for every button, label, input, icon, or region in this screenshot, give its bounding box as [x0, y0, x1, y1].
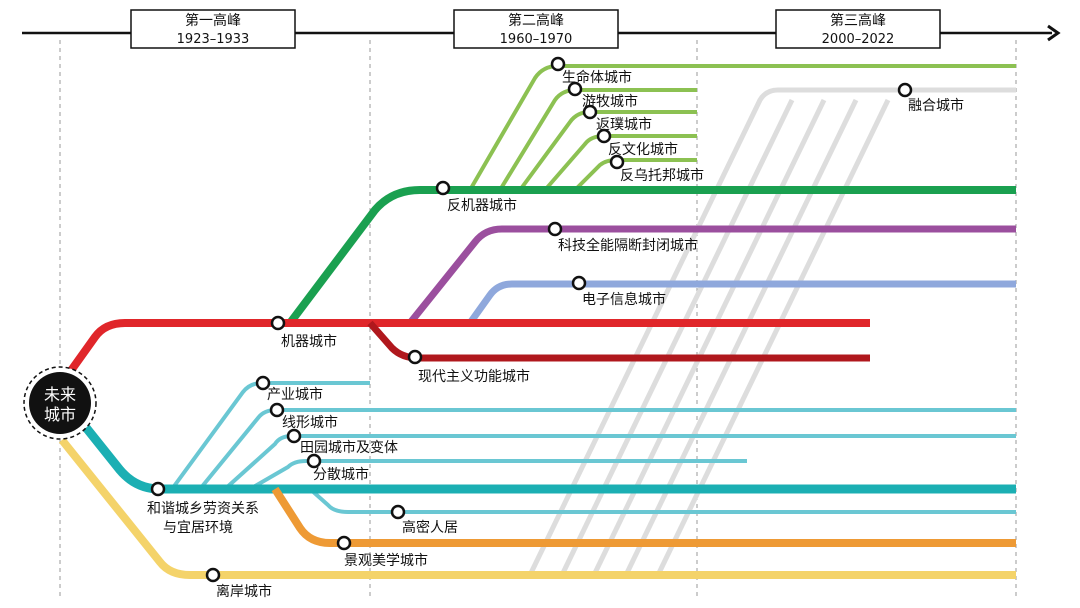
machine-line — [66, 319, 870, 375]
node-life — [550, 56, 566, 72]
node-industrial — [255, 375, 271, 391]
label-landscape: 景观美学城市 — [344, 552, 428, 569]
label-electronic: 电子信息城市 — [582, 291, 666, 308]
label-tech-sealed: 科技全能隔断封闭城市 — [558, 237, 698, 254]
label-life: 生命体城市 — [562, 69, 632, 86]
period-years: 1923–1933 — [177, 32, 250, 47]
node-high-density — [390, 504, 406, 520]
label-integrated: 融合城市 — [908, 97, 964, 114]
node-return — [582, 104, 598, 120]
label-high-density: 高密人居 — [402, 519, 458, 536]
period-years: 2000–2022 — [822, 32, 895, 47]
period-name: 第二高峰 — [508, 12, 564, 29]
root-label-line1: 未来 — [44, 385, 76, 404]
node-linear — [269, 402, 285, 418]
node-tech-sealed — [547, 221, 563, 237]
label-decentralized: 分散城市 — [313, 466, 369, 483]
node-machine — [270, 315, 286, 331]
label-counter-culture: 反文化城市 — [608, 141, 678, 158]
node-garden — [286, 428, 302, 444]
arrow-head-icon — [1047, 24, 1061, 42]
node-nomad — [567, 81, 583, 97]
anti-machine-line — [286, 186, 1016, 326]
label-garden: 田园城市及变体 — [300, 439, 398, 456]
period-name: 第三高峰 — [830, 12, 886, 29]
node-landscape — [336, 535, 352, 551]
node-labels: 生命体城市 游牧城市 返璞城市 反文化城市 反乌托邦城市 反机器城市 融合城市 … — [147, 69, 964, 600]
integrated-city-band — [527, 87, 1016, 577]
label-anti-utopia: 反乌托邦城市 — [620, 167, 704, 184]
period-box-2: 第二高峰 1960–1970 — [453, 9, 619, 49]
period-years: 1960–1970 — [500, 32, 573, 47]
label-anti-machine: 反机器城市 — [447, 197, 517, 214]
label-nomad: 游牧城市 — [582, 93, 638, 110]
electronic-line — [467, 280, 1016, 326]
node-decentralized — [306, 453, 322, 469]
station-nodes — [150, 56, 913, 583]
label-return: 返璞城市 — [596, 116, 652, 133]
node-anti-utopia — [609, 154, 625, 170]
landscape-line — [271, 486, 1016, 547]
node-electronic — [571, 275, 587, 291]
label-harmony-line1: 和谐城乡劳资关系 — [147, 501, 259, 517]
node-counter-culture — [596, 128, 612, 144]
label-industrial: 产业城市 — [267, 386, 323, 403]
modernist-line — [367, 320, 870, 362]
label-linear: 线形城市 — [282, 414, 338, 431]
light-green-branches — [468, 64, 1016, 192]
label-offshore: 离岸城市 — [216, 583, 272, 600]
period-name: 第一高峰 — [185, 12, 241, 29]
node-harmony — [150, 481, 166, 497]
period-box-3: 第三高峰 2000–2022 — [775, 9, 941, 49]
label-modernist: 现代主义功能城市 — [418, 368, 530, 385]
period-box-1: 第一高峰 1923–1933 — [130, 9, 296, 49]
offshore-line — [58, 437, 1016, 579]
root-node: 未来 城市 — [23, 366, 97, 440]
tech-sealed-line — [407, 225, 1016, 326]
harmony-line — [76, 417, 1016, 494]
node-modernist — [407, 349, 423, 365]
label-machine: 机器城市 — [281, 333, 337, 350]
node-anti-machine — [435, 180, 451, 196]
label-harmony-line2: 与宜居环境 — [163, 520, 233, 536]
node-offshore — [205, 567, 221, 583]
node-integrated — [897, 82, 913, 98]
root-label-line2: 城市 — [44, 405, 76, 424]
